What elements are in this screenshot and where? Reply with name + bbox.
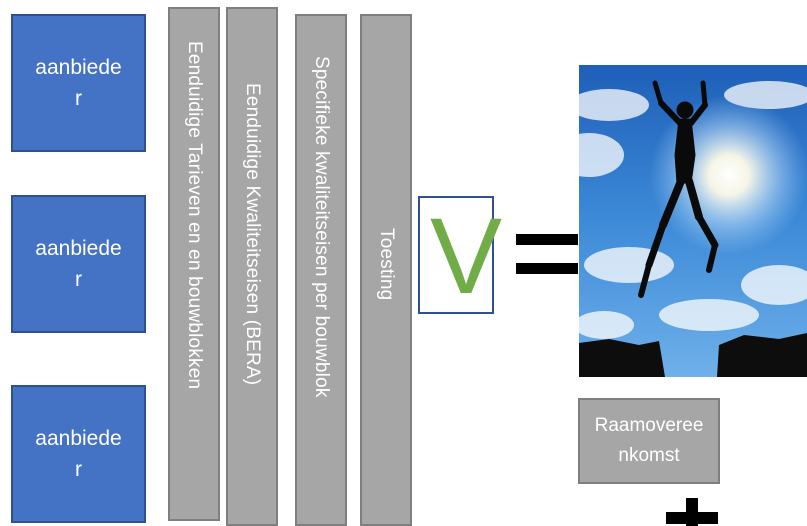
- column-specific-requirements: Specifieke kwaliteitseisen per bouwblok: [295, 14, 347, 526]
- column-quality-requirements: Eenduidige Kwaliteitseisen (BERA): [226, 7, 278, 526]
- column-testing-label: Toesting: [376, 228, 397, 301]
- column-tariffs-label: Eenduidige Tarieven en en bouwblokken: [184, 41, 205, 390]
- column-quality-requirements-label: Eenduidige Kwaliteitseisen (BERA): [242, 83, 263, 386]
- equals-sign-icon: [516, 218, 578, 278]
- provider-box-2: aanbieder: [11, 195, 146, 333]
- framework-agreement-box: Raamovereenkomst: [578, 398, 720, 484]
- provider-box-3: aanbieder: [11, 385, 146, 523]
- provider-label: aanbieder: [35, 237, 122, 291]
- framework-agreement-label: Raamovereenkomst: [594, 415, 704, 466]
- check-box: [418, 196, 494, 314]
- provider-box-1: aanbieder: [11, 14, 146, 152]
- column-tariffs: Eenduidige Tarieven en en bouwblokken: [168, 7, 220, 521]
- plus-sign-icon: [666, 498, 718, 526]
- provider-label: aanbieder: [35, 427, 122, 481]
- provider-label: aanbieder: [35, 56, 122, 110]
- leap-photo-svg: [579, 65, 807, 377]
- column-testing: Toesting: [360, 14, 412, 526]
- leap-photo: [579, 65, 807, 377]
- column-specific-requirements-label: Specifieke kwaliteitseisen per bouwblok: [311, 56, 332, 398]
- check-letter: V: [430, 195, 503, 316]
